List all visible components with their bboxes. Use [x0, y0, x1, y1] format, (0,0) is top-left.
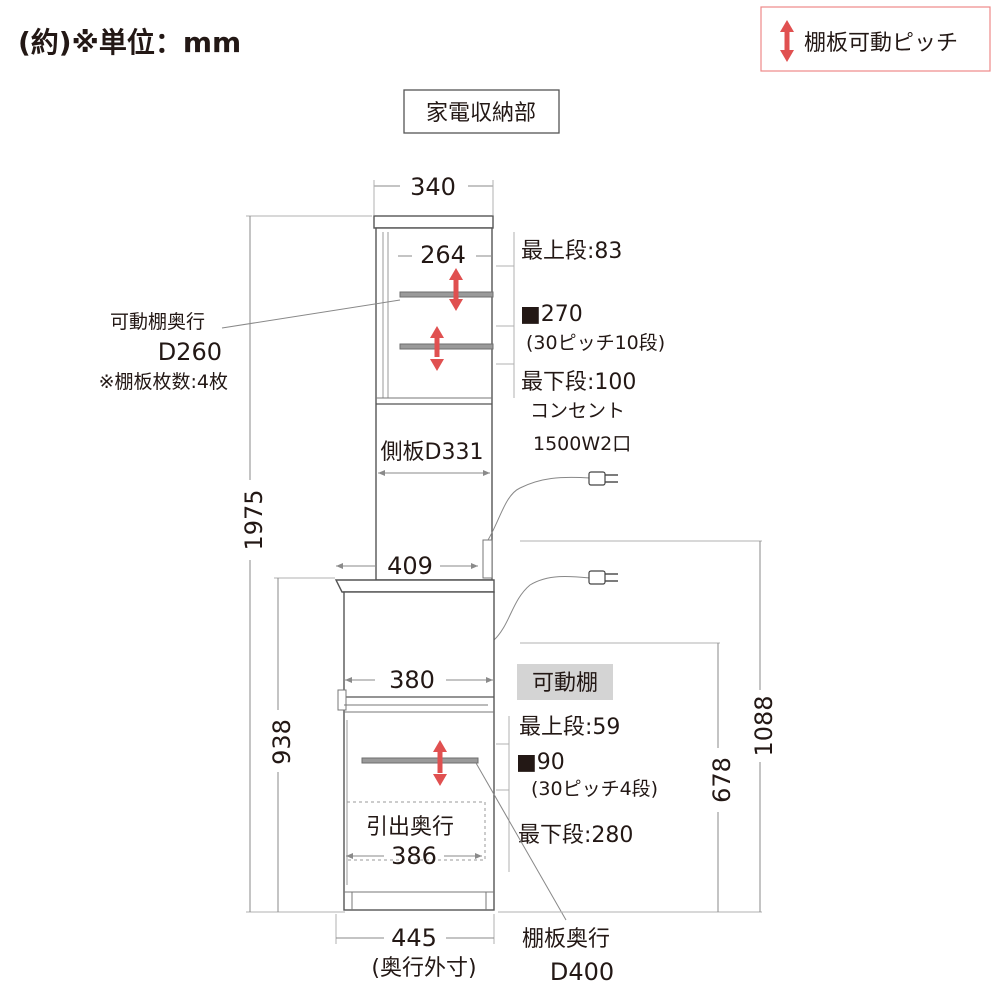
lower-top-position: 最上段:59: [519, 715, 620, 740]
lower-shelf-depth-title: 棚板奥行: [522, 927, 610, 952]
drawer-outline: [346, 801, 486, 861]
upper-shelf-depth-value: D260: [158, 338, 222, 366]
total-height-label: 1975: [240, 489, 268, 550]
lower-shelf-depth-value: D400: [550, 958, 614, 986]
legend-box: [760, 6, 991, 72]
lower-pitch-range: ■90: [516, 750, 565, 775]
upper-pitch-range: ■270: [520, 302, 583, 327]
red-arrow-icon: [449, 268, 463, 311]
lower-pitch-note: (30ピッチ4段): [531, 778, 658, 800]
lower-bottom-position: 最下段:280: [518, 823, 633, 848]
upper-top-position: 最上段:83: [521, 239, 622, 264]
upper-shelf-count: ※棚板枚数:4枚: [99, 371, 228, 393]
upper-cabinet: [373, 215, 494, 581]
red-arrow-icon: [433, 740, 447, 786]
upper-bottom-position: 最下段:100: [521, 370, 636, 395]
pitch-legend: 棚板可動ピッチ: [760, 6, 991, 72]
lower-cabinet: [334, 579, 495, 911]
drawer-depth-title: 引出奥行: [366, 815, 454, 840]
upper-shelf-depth-title: 可動棚奥行: [110, 311, 205, 333]
upper-shelf: [399, 343, 494, 350]
lower-height-label: 938: [268, 719, 296, 765]
section-label: 家電収納部: [426, 101, 536, 126]
red-arrow-icon: [430, 326, 444, 371]
outlet-plate: [482, 539, 493, 579]
power-cord: [487, 471, 618, 541]
legend-label: 棚板可動ピッチ: [804, 31, 958, 56]
counter-depth-label: 409: [387, 552, 433, 580]
outlet-label: コンセント: [530, 400, 625, 422]
outlet-spec: 1500W2口: [533, 433, 631, 455]
drawer-depth-value: 386: [391, 842, 437, 870]
upper-pitch-note: (30ピッチ10段): [526, 332, 665, 354]
red-arrow-icon: [780, 20, 794, 62]
section-label-box: [403, 89, 560, 134]
right-outer-height-label: 1088: [750, 695, 778, 756]
upper-shelf: [399, 291, 494, 298]
outer-depth-note: (奥行外寸): [371, 956, 476, 981]
outer-depth-label: 445: [391, 924, 437, 952]
movable-shelf-badge-label: 可動棚: [532, 671, 598, 696]
lower-inner-width-label: 380: [389, 666, 435, 694]
top-width-label: 340: [410, 173, 456, 201]
movable-shelf-badge: [517, 664, 613, 700]
upper-inner-width-label: 264: [420, 241, 466, 269]
right-inner-height-label: 678: [708, 757, 736, 803]
lower-shelf: [361, 757, 479, 764]
unit-note: (約)※単位：mm: [18, 26, 241, 59]
power-cord: [493, 570, 618, 641]
side-panel-label: 側板D331: [381, 440, 484, 465]
